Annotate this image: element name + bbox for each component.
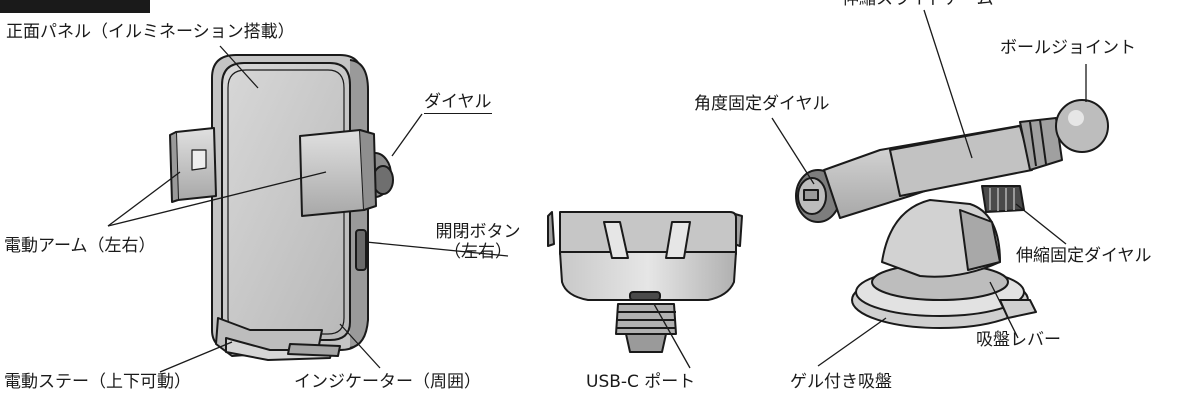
label-electric-arm: 電動アーム（左右） xyxy=(4,236,156,256)
label-electric-stay: 電動ステー（上下可動） xyxy=(4,372,191,392)
label-usb-port: USB-C ポート xyxy=(586,372,696,392)
suction-mount xyxy=(795,99,1109,329)
label-open-close-button: 開閉ボタン （左右） xyxy=(418,222,538,262)
holder-bottom-view xyxy=(547,211,743,353)
holder-front-view xyxy=(169,54,394,361)
label-open-close-button-line1: 開閉ボタン xyxy=(435,222,521,242)
label-open-close-button-line2: （左右） xyxy=(444,242,512,262)
label-front-panel: 正面パネル（イルミネーション搭載） xyxy=(6,22,295,42)
label-telescopic-arm: 伸縮スライドアーム xyxy=(842,0,993,9)
leader-lines xyxy=(107,9,1087,373)
label-indicator: インジケーター（周囲） xyxy=(294,372,481,392)
label-telescopic-dial: 伸縮固定ダイヤル xyxy=(1016,246,1152,266)
section-header-bar xyxy=(0,0,150,13)
label-suction-lever: 吸盤レバー xyxy=(976,330,1061,350)
label-ball-joint: ボールジョイント xyxy=(1000,38,1136,58)
label-dial: ダイヤル xyxy=(424,92,492,114)
label-gel-suction: ゲル付き吸盤 xyxy=(790,372,892,392)
label-angle-dial: 角度固定ダイヤル xyxy=(694,94,830,114)
